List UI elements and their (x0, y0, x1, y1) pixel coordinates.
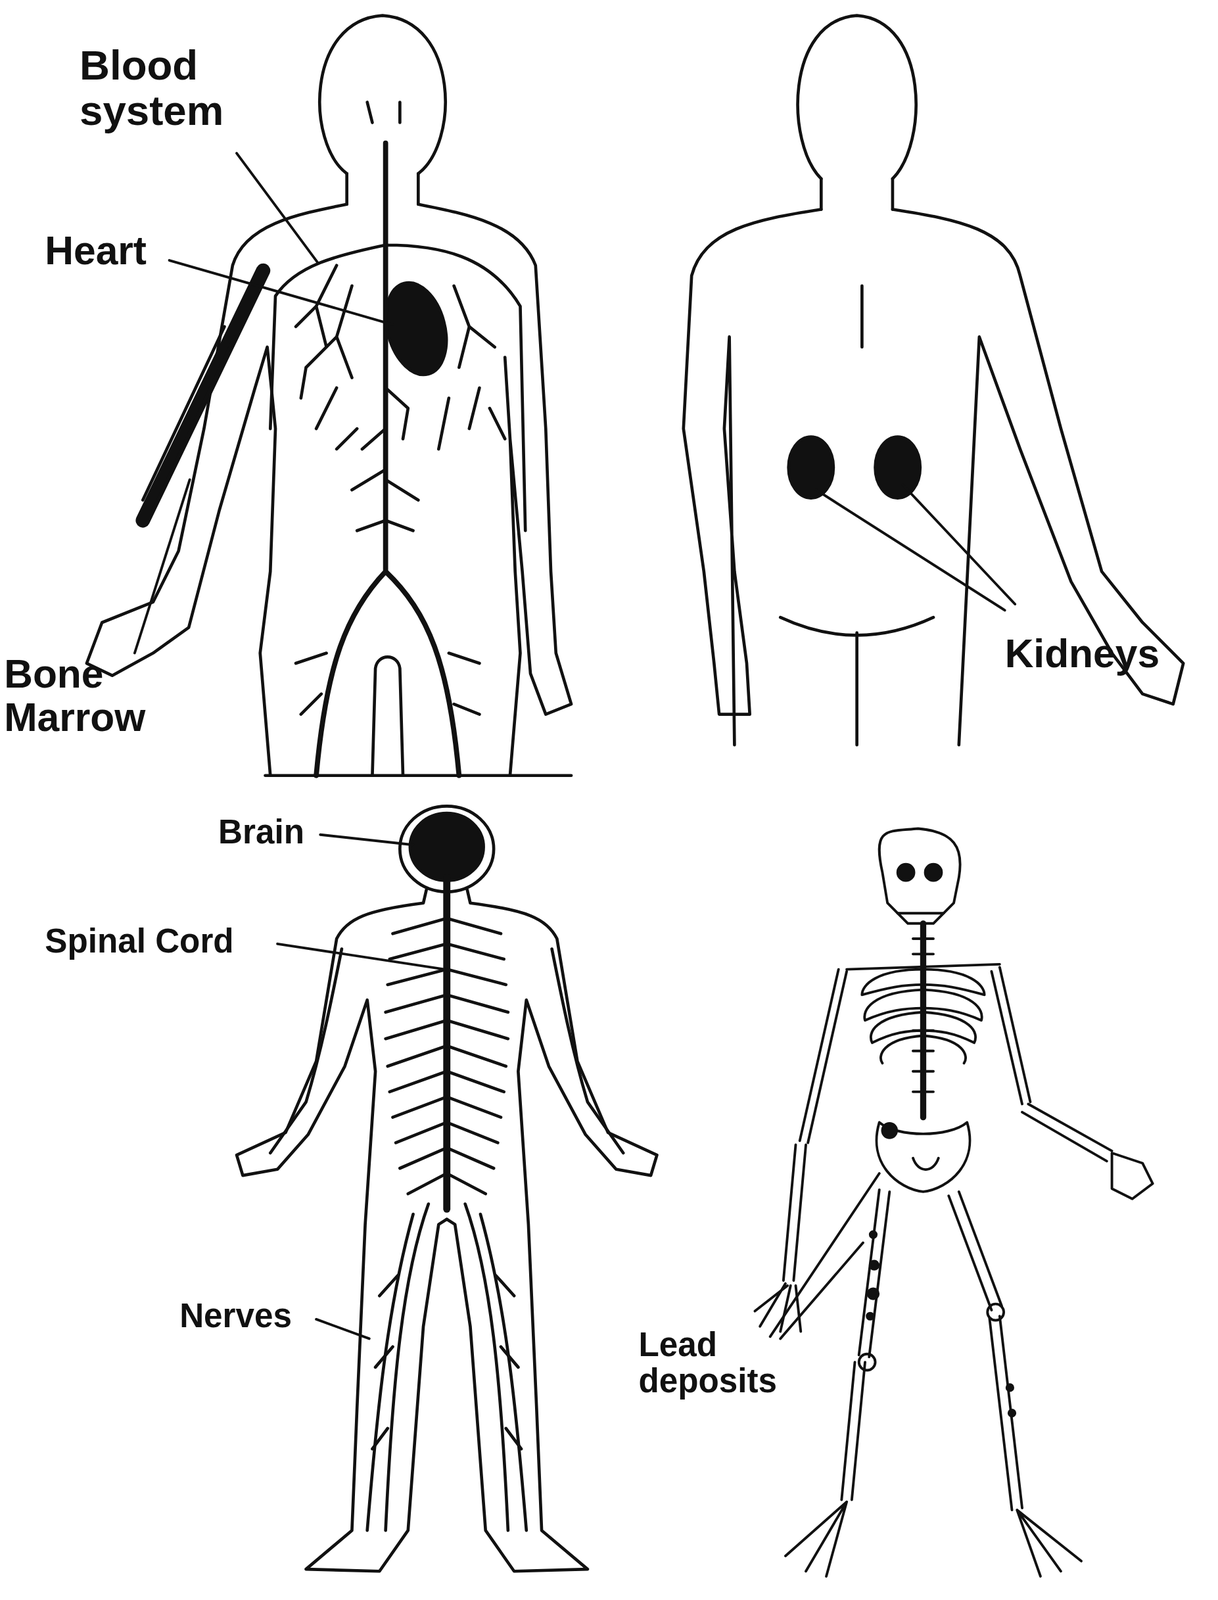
organ-label: Lead deposits (638, 1326, 808, 1400)
skeleton (754, 828, 1153, 1577)
organ-label: Kidneys (1005, 632, 1160, 676)
organ-label: Spinal Cord (44, 922, 234, 960)
blood-vessels (142, 101, 526, 775)
back-figure (683, 15, 1184, 746)
organ-label: Heart (44, 229, 147, 273)
organ-label: Bone Marrow (3, 652, 188, 739)
organ-label: Blood system (79, 42, 269, 133)
organ-label: Nerves (179, 1297, 292, 1334)
organ-label: Brain (218, 813, 305, 850)
leader-lines (134, 153, 1015, 1339)
nerve-figure (236, 805, 657, 1571)
